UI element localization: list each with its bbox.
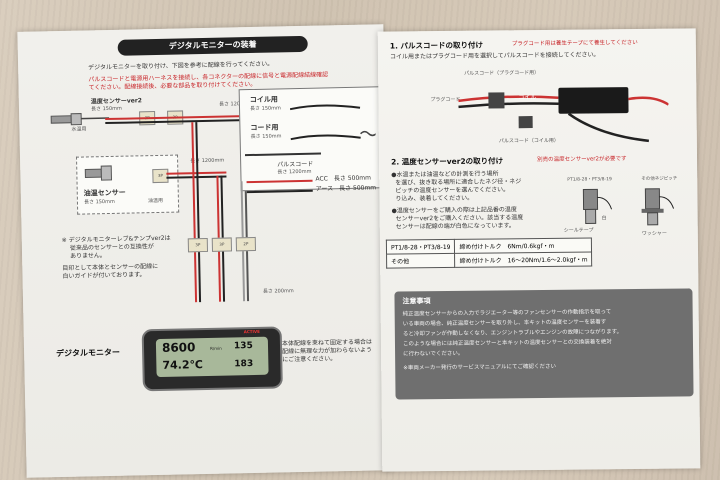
pulse-install-illustration — [458, 87, 669, 143]
oil-sensor-label: 油温センサー — [83, 188, 126, 198]
temp-reading: 74.2℃ — [162, 358, 203, 372]
oil-sensor-length: 長さ 150mm — [83, 198, 115, 206]
caution-line-1: 純正温度センサーからの入力でラジエーター等のファンセンサーの作動指示を取って — [402, 309, 612, 318]
earth-label: アース 長さ 500mm — [315, 184, 377, 193]
sensor-fitting-icon — [582, 188, 675, 226]
section-1-text: コイル用またはプラグコード用を選択してパルスコードを接続してください。 — [389, 51, 600, 61]
white-marker-label: 白 — [601, 215, 607, 222]
caution-line-6: ※車両メーカー発行のサービスマニュアルにてご確認ください — [403, 363, 557, 372]
intro-text: デジタルモニターを取り付け、下図を参考に配線を行ってください。 — [88, 60, 274, 72]
caution-line-5: に行わないでください。 — [403, 350, 464, 358]
temp-sensor-label: 温度センサーver2 — [90, 97, 143, 106]
torque-table: PT1/8-28・PT3/8-19 締め付けトルク 6Nm/0.6kgf・m そ… — [386, 237, 593, 269]
left-page: デジタルモニターの装着 デジタルモニターを取り付け、下図を参考に配線を行ってくだ… — [17, 24, 393, 478]
pulse-cord-label: パルスコード — [277, 160, 314, 169]
washer-label: ワッシャー — [641, 230, 667, 237]
caution-box: 注意事項 純正温度センサーからの入力でラジエーター等のファンセンサーの作動指示を… — [394, 288, 694, 400]
coil-label: コイル用 — [249, 95, 278, 105]
connector-2p: 2P — [235, 236, 257, 252]
torque-value: 締め付けトルク 16～20Nm/1.6～2.0kgf・m — [455, 251, 593, 268]
coil-length: 長さ 150mm — [249, 105, 281, 113]
pulse-coil-label: パルスコード（コイル用） — [498, 137, 559, 145]
temp-sensor-icon — [50, 113, 110, 126]
compat-note-2: 従来品のセンサーとの互換性が — [69, 243, 154, 252]
earth-wire — [246, 189, 313, 194]
water-temp-label: 水温用 — [71, 126, 87, 133]
section-1-title: 1. パルスコードの取り付け — [389, 40, 484, 51]
pulse-cord-box: コイル用 長さ 150mm コード用 長さ 150mm パルスコード 長さ 12… — [238, 86, 383, 192]
figure-label-1: PT1/8-28・PT3/8-19 — [567, 177, 612, 183]
cord-label: コード用 — [250, 123, 279, 133]
compat-note-3: ありません。 — [70, 252, 106, 260]
right-page: 1. パルスコードの取り付け プラグコード用は養生テープにて養生してください コ… — [377, 28, 701, 472]
caution-line-2: いる車両の場合、純正温度センサーを取り外し、本キットの温度センサーを装着す — [402, 319, 607, 328]
rpm-unit: R/min — [209, 345, 222, 351]
rpm-reading: 8600 — [161, 340, 196, 355]
section-2-title: 2. 温度センサーver2の取り付け — [391, 156, 504, 167]
torque-size: その他 — [386, 253, 456, 269]
sensor-bullet-1d: り込み、装着してください。 — [395, 194, 474, 203]
section-1-warning: プラグコード用は養生テープにて養生してください — [511, 39, 638, 48]
oil-sensor-icon — [84, 165, 113, 181]
sensor-bullet-1c: ピッチの温度センサーを選んでください。 — [395, 186, 510, 195]
digital-monitor: ACTIVE 8600 R/min 135 74.2℃ 183 — [141, 326, 283, 392]
torque-value: 締め付けトルク 6Nm/0.6kgf・m — [454, 237, 592, 254]
sensor-bullet-2c: センサーは配線の端が白色になっています。 — [395, 222, 515, 231]
seal-tape-label: シールテープ — [563, 227, 594, 234]
oil-temp-label: 油温用 — [147, 197, 164, 205]
coil-label: コイル — [518, 94, 537, 102]
figure-label-2: その他ネジピッチ — [641, 176, 678, 182]
caution-title: 注意事項 — [402, 297, 431, 306]
pulse-cord-length: 長さ 1200mm — [277, 168, 312, 176]
section-2-warning: 別売の温度センサーver2が必要です — [537, 156, 627, 164]
rpm-sub-reading: 135 — [233, 341, 253, 352]
acc-label: ACC 長さ 500mm — [315, 174, 372, 183]
length-200: 長さ 200mm — [262, 288, 294, 295]
device-label: デジタルモニター — [56, 347, 121, 359]
temp-sub-reading: 183 — [234, 359, 254, 370]
caution-line-3: ると冷却ファンが作動しなくなり、エンジントラブルやエンジンの故障につながります。 — [402, 329, 623, 338]
guide-note-2: 白いガイドが付いております。 — [62, 271, 146, 280]
brand-logo: ACTIVE — [243, 328, 260, 335]
pulse-cord-clips-icon — [289, 104, 376, 141]
connector-3p-a: 3P — [187, 237, 209, 253]
table-row: その他 締め付けトルク 16～20Nm/1.6～2.0kgf・m — [386, 251, 593, 269]
connector-3p-b: 3P — [211, 237, 233, 252]
device-caption-3: にご注意ください。 — [282, 355, 337, 364]
oil-sensor-box: 油温センサー 長さ 150mm 油温用 — [75, 154, 180, 215]
caution-line-4: このような場合には純正温度センサーと本キットの温度センサーとの交換装着を絶対 — [402, 339, 612, 348]
cord-length: 長さ 150mm — [250, 133, 282, 141]
monitor-screen: 8600 R/min 135 74.2℃ 183 — [155, 336, 269, 378]
pulse-wire — [244, 152, 322, 157]
page-title: デジタルモニターの装着 — [117, 35, 308, 56]
torque-size: PT1/8-28・PT3/8-19 — [386, 239, 456, 255]
